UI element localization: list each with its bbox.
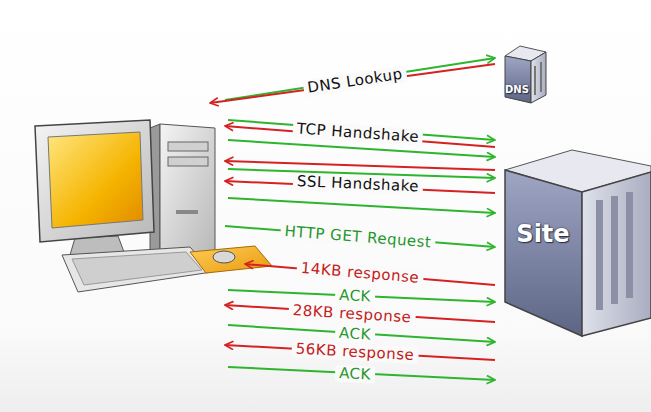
tower-slot [176, 210, 198, 214]
tower-front [160, 124, 215, 254]
server-vent [534, 66, 536, 95]
monitor-screen [48, 132, 143, 228]
server-label: DNS [505, 84, 529, 95]
site-server: Site [512, 217, 574, 252]
server-front [505, 56, 531, 103]
reply-arrow [225, 161, 495, 170]
drive-bay [168, 157, 208, 166]
dns-server-illustration [505, 46, 546, 103]
message-label: ACK [335, 365, 376, 383]
dns-server: DNS [503, 82, 531, 97]
request-arrow [225, 58, 495, 100]
site-server-illustration [505, 150, 651, 336]
keyboard [62, 247, 212, 292]
server-front [505, 170, 582, 336]
reply-arrow [210, 64, 495, 103]
server-vent [596, 200, 603, 310]
request-arrow [228, 198, 495, 213]
server-side [582, 172, 651, 336]
computer-illustration [35, 120, 272, 292]
keyboard-keys [72, 252, 202, 285]
server-side [531, 52, 546, 103]
message-label: ACK [335, 287, 375, 305]
monitor-frame [35, 120, 154, 242]
server-vent [611, 196, 618, 304]
message-label: ACK [335, 325, 376, 344]
drive-bay [168, 142, 208, 151]
mouse [213, 251, 235, 263]
server-vent [540, 62, 542, 92]
request-arrow [228, 140, 495, 157]
mouse-pad [190, 246, 272, 273]
server-label: Site [516, 221, 570, 247]
server-vent [626, 192, 633, 298]
